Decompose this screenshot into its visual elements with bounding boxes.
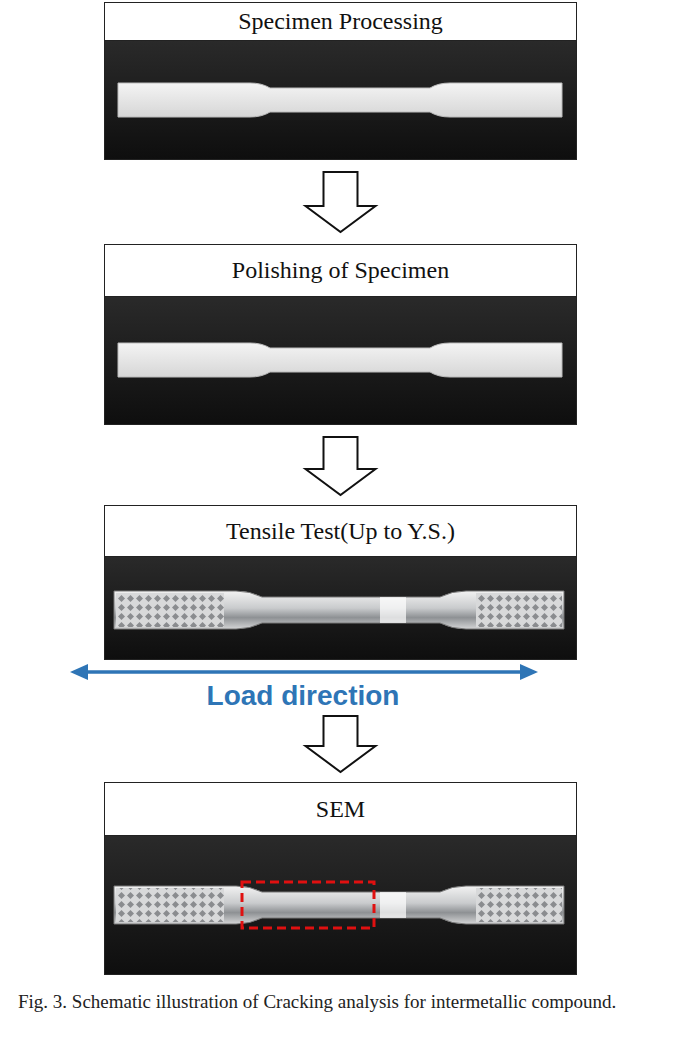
- stage-header: SEM: [105, 783, 576, 836]
- flow-arrow: [306, 716, 376, 772]
- photo-ground: [104, 835, 577, 975]
- specimen: [114, 886, 564, 924]
- specimen: [118, 343, 562, 377]
- stage-title: SEM: [316, 796, 365, 823]
- reflection: [380, 597, 406, 623]
- figure-caption: Fig. 3. Schematic illustration of Cracki…: [18, 990, 670, 1015]
- observation-area: [242, 882, 374, 928]
- reflection: [380, 892, 406, 918]
- photo-ground: [104, 296, 577, 425]
- photo-ground: [104, 556, 577, 660]
- stage-header: Specimen Processing: [105, 3, 576, 41]
- knurled-grip: [116, 593, 224, 627]
- flow-arrow: [306, 437, 376, 495]
- stage-panel: Tensile Test(Up to Y.S.): [104, 505, 577, 660]
- stage-header: Polishing of Specimen: [105, 245, 576, 297]
- specimen: [114, 591, 564, 629]
- knurled-grip: [476, 888, 562, 922]
- stage-title: Polishing of Specimen: [232, 257, 449, 284]
- stage-title: Tensile Test(Up to Y.S.): [226, 518, 455, 545]
- knurled-grip: [116, 888, 224, 922]
- stage-header: Tensile Test(Up to Y.S.): [105, 506, 576, 557]
- stage-panel: Polishing of Specimen: [104, 244, 577, 425]
- flow-arrow: [306, 172, 376, 232]
- load-arrow-line: [84, 670, 524, 674]
- photo-ground: [104, 40, 577, 160]
- stage-title: Specimen Processing: [238, 8, 443, 35]
- stage-panel: SEM: [104, 782, 577, 975]
- load-arrow-head: [70, 664, 88, 680]
- stage-panel: Specimen Processing: [104, 2, 577, 160]
- load-arrow-head: [520, 664, 538, 680]
- knurled-grip: [476, 593, 562, 627]
- load-direction-label: Load direction: [120, 680, 486, 712]
- specimen: [118, 83, 562, 117]
